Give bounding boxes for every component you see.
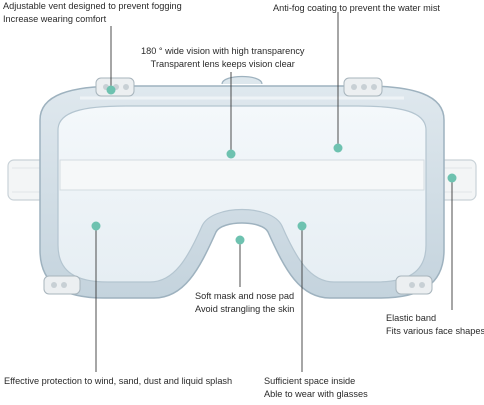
marker-vision [226, 149, 236, 159]
callout-mask-line1: Soft mask and nose pad [195, 291, 295, 301]
callout-elastic: Elastic band Fits various face shapes [386, 312, 484, 337]
callout-antifog-line1: Anti-fog coating to prevent the water mi… [273, 3, 440, 13]
callout-vent: Adjustable vent designed to prevent fogg… [3, 0, 182, 25]
callout-vent-line2: Increase wearing comfort [3, 13, 107, 24]
callout-elastic-line2: Fits various face shapes [386, 325, 484, 336]
vent-bottom-left [43, 275, 81, 295]
callout-protection: Effective protection to wind, sand, dust… [4, 375, 232, 388]
marker-vent [106, 85, 116, 95]
callout-vision: 180 ° wide vision with high transparency… [141, 45, 305, 70]
callout-mask-line2: Avoid strangling the skin [195, 303, 295, 314]
marker-elastic [447, 173, 457, 183]
marker-mask [235, 235, 245, 245]
callout-markers [91, 85, 457, 245]
marker-protection [91, 221, 101, 231]
vent-left [95, 77, 135, 97]
vent-bottom-right [395, 275, 433, 295]
callout-vision-line2: Transparent lens keeps vision clear [150, 58, 295, 69]
marker-antifog [333, 143, 343, 153]
callout-antifog: Anti-fog coating to prevent the water mi… [273, 2, 440, 15]
band-front [59, 159, 425, 191]
callout-space-line1: Sufficient space inside [264, 376, 356, 386]
callout-vent-line1: Adjustable vent designed to prevent fogg… [3, 1, 182, 11]
callout-elastic-line1: Elastic band [386, 313, 437, 323]
callout-space: Sufficient space inside Able to wear wit… [264, 375, 368, 400]
vent-right [343, 77, 383, 97]
leader-lines [95, 12, 453, 372]
callout-protection-line1: Effective protection to wind, sand, dust… [4, 376, 233, 386]
callout-mask: Soft mask and nose pad Avoid strangling … [195, 290, 294, 315]
marker-space [297, 221, 307, 231]
callout-vision-line1: 180 ° wide vision with high transparency [141, 46, 305, 56]
callout-space-line2: Able to wear with glasses [264, 388, 368, 399]
